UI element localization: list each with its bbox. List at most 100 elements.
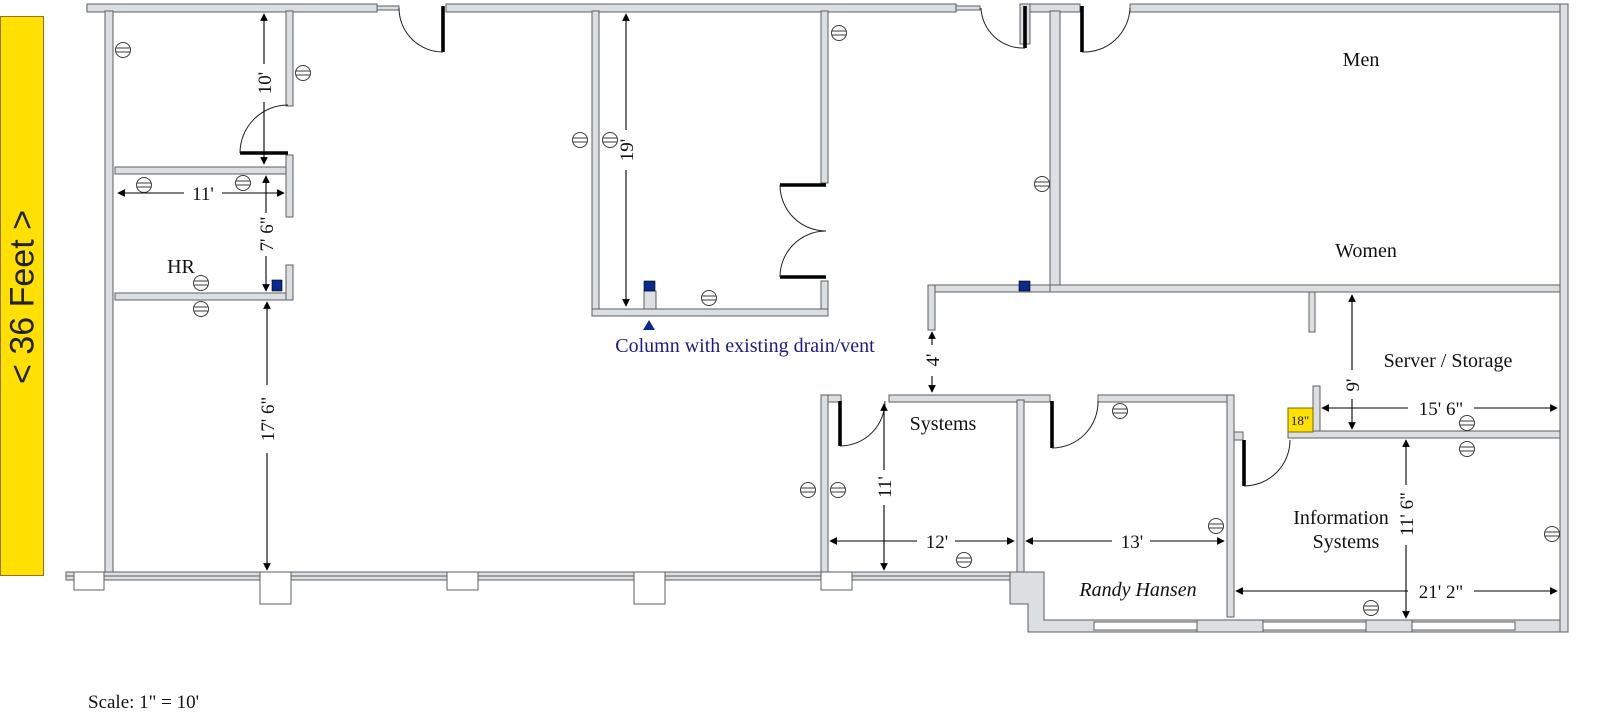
dim-label: 4' xyxy=(923,354,944,367)
door-swing xyxy=(839,400,886,447)
outlet-icon xyxy=(1208,518,1224,534)
door-swing xyxy=(1081,7,1131,53)
wall-right-exterior xyxy=(1559,3,1569,633)
outlet-icon xyxy=(1459,441,1475,457)
window xyxy=(1262,621,1367,631)
wall-office-stub xyxy=(285,154,294,218)
wall-server-left xyxy=(1312,385,1321,435)
wall-office-top xyxy=(114,166,291,175)
column-base xyxy=(259,571,292,605)
column-base xyxy=(633,571,666,605)
outlet-icon xyxy=(235,175,251,191)
outlet-icon xyxy=(956,552,972,568)
wall-hr-top-partition xyxy=(285,10,294,107)
wall-systems-left xyxy=(820,394,829,576)
room-label-systems: Systems xyxy=(910,413,977,435)
bottom-columns xyxy=(73,571,853,605)
marker-18in-box xyxy=(1287,407,1314,433)
wall-systems-top xyxy=(888,394,1051,403)
wall-corridor-top xyxy=(927,284,1051,293)
outlet-icon xyxy=(115,42,131,58)
outlet-icon xyxy=(295,65,311,81)
wall-restroom-bottom xyxy=(1049,284,1561,293)
windows xyxy=(66,575,1516,631)
dim-label: 12' xyxy=(926,532,948,553)
dim-label: 15' 6" xyxy=(1419,399,1463,420)
dim-label: 17' 6" xyxy=(258,397,279,441)
door-swing xyxy=(1243,439,1291,487)
dim-label: 13' xyxy=(1121,532,1143,553)
scale-note: Scale: 1" = 10' xyxy=(88,692,200,713)
outlet-icon xyxy=(800,482,816,498)
outlet-icon xyxy=(831,25,847,41)
outlet-icon xyxy=(1363,600,1379,616)
dim-label: 11' 6" xyxy=(1397,492,1418,536)
wall-center-room-left xyxy=(591,10,600,317)
dim-label: 9' xyxy=(1343,379,1364,392)
wall-systems-right xyxy=(1016,399,1025,576)
room-label-information-systems-2: Systems xyxy=(1313,531,1380,553)
drain-marker-icon xyxy=(271,279,283,292)
dim-label: 11' xyxy=(875,476,896,498)
door-swing xyxy=(239,104,289,154)
wall-restroom-left xyxy=(1049,10,1061,293)
wall-bottom-pier-2 xyxy=(1365,619,1413,633)
wall-top-left-sill xyxy=(376,5,400,11)
wall-bottom-pier-1 xyxy=(1196,619,1264,633)
drain-markers xyxy=(271,279,1031,330)
window xyxy=(1411,621,1516,631)
column-base xyxy=(820,571,853,591)
wall-server-bottom xyxy=(1287,430,1561,439)
wall-is-jamb xyxy=(1233,431,1244,441)
room-label-women: Women xyxy=(1335,240,1397,262)
wall-top-left xyxy=(86,3,378,13)
wall-hr-bottom xyxy=(114,292,293,301)
room-label-randy-hansen: Randy Hansen xyxy=(1078,579,1196,601)
column xyxy=(643,290,657,310)
column-note: Column with existing drain/vent xyxy=(615,335,875,357)
wall-top-right xyxy=(1129,3,1569,13)
wall-randy-top xyxy=(1097,394,1235,403)
outlet-icon xyxy=(193,301,209,317)
room-label-hr: HR xyxy=(167,256,195,278)
dim-label: 10' xyxy=(255,72,276,94)
building-width-bar: < 36 Feet > xyxy=(0,16,44,576)
dim-label: 7' 6" xyxy=(257,217,278,252)
room-label-men: Men xyxy=(1343,49,1380,71)
room-label-server-storage: Server / Storage xyxy=(1384,350,1513,372)
wall-corridor-stub xyxy=(927,284,936,331)
column-base xyxy=(446,571,479,591)
dimension-labels: 10' 11' 7' 6" 17' 6" 19' 4' 11' 12' 13' … xyxy=(192,72,1463,603)
outlet-icon xyxy=(602,132,618,148)
wall-left-vertical xyxy=(104,10,114,574)
column-pointer-icon xyxy=(643,320,655,330)
room-labels: HR Men Women Server / Storage Systems In… xyxy=(167,49,1512,601)
doors xyxy=(239,6,1291,487)
outlet-icon xyxy=(701,290,717,306)
wall-randy-right xyxy=(1226,394,1235,618)
drain-marker-icon xyxy=(643,280,656,292)
door-swing xyxy=(1051,400,1099,449)
wall-center-room-right-top xyxy=(820,10,829,184)
dim-label: 19' xyxy=(617,139,638,161)
outlet-icon xyxy=(830,482,846,498)
wall-server-stub xyxy=(1308,291,1316,333)
room-label-information-systems-1: Information xyxy=(1293,507,1389,529)
dimension-lines xyxy=(117,13,1558,619)
outlet-icon xyxy=(1112,403,1128,419)
walls xyxy=(65,3,1569,633)
outlet-icon xyxy=(193,275,209,291)
wall-hr-stub xyxy=(285,264,294,301)
wall-center-room-bottom xyxy=(591,308,829,317)
outlet-icon xyxy=(572,132,588,148)
outlet-icon xyxy=(1544,526,1560,542)
outlet-icon xyxy=(1034,176,1050,192)
dim-label: 21' 2" xyxy=(1419,582,1463,603)
window xyxy=(1093,621,1198,631)
outlet-icon xyxy=(136,177,152,193)
column-base xyxy=(73,571,105,591)
drain-marker-icon xyxy=(1018,280,1031,292)
wall-top-middle-sill xyxy=(955,5,981,11)
